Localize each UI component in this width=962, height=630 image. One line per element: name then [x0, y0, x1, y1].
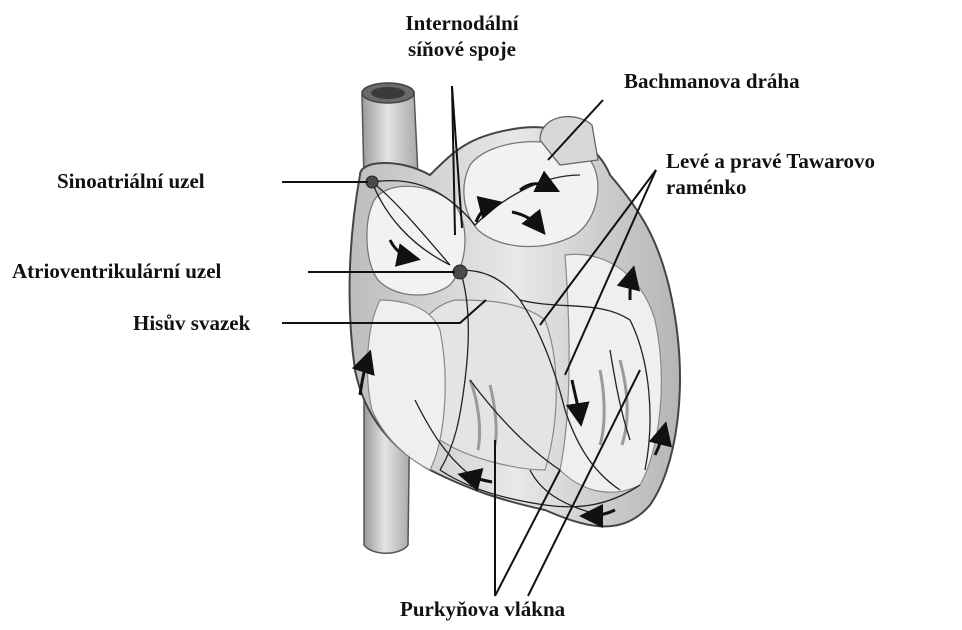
av-node-marker [453, 265, 467, 279]
label-bundle-branches: Levé a pravé Tawarovo raménko [666, 148, 875, 200]
label-bundle-branches-line2: raménko [666, 174, 875, 200]
label-internodal-line1: Internodální [362, 10, 562, 36]
label-his-bundle: Hisův svazek [133, 310, 250, 336]
label-bachmann: Bachmanova dráha [624, 68, 800, 94]
label-av-node: Atrioventrikulární uzel [12, 258, 221, 284]
label-sa-node: Sinoatriální uzel [57, 168, 205, 194]
label-internodal-line2: síňové spoje [362, 36, 562, 62]
label-purkinje: Purkyňova vlákna [400, 596, 565, 622]
label-internodal: Internodální síňové spoje [362, 10, 562, 62]
label-bundle-branches-line1: Levé a pravé Tawarovo [666, 148, 875, 174]
